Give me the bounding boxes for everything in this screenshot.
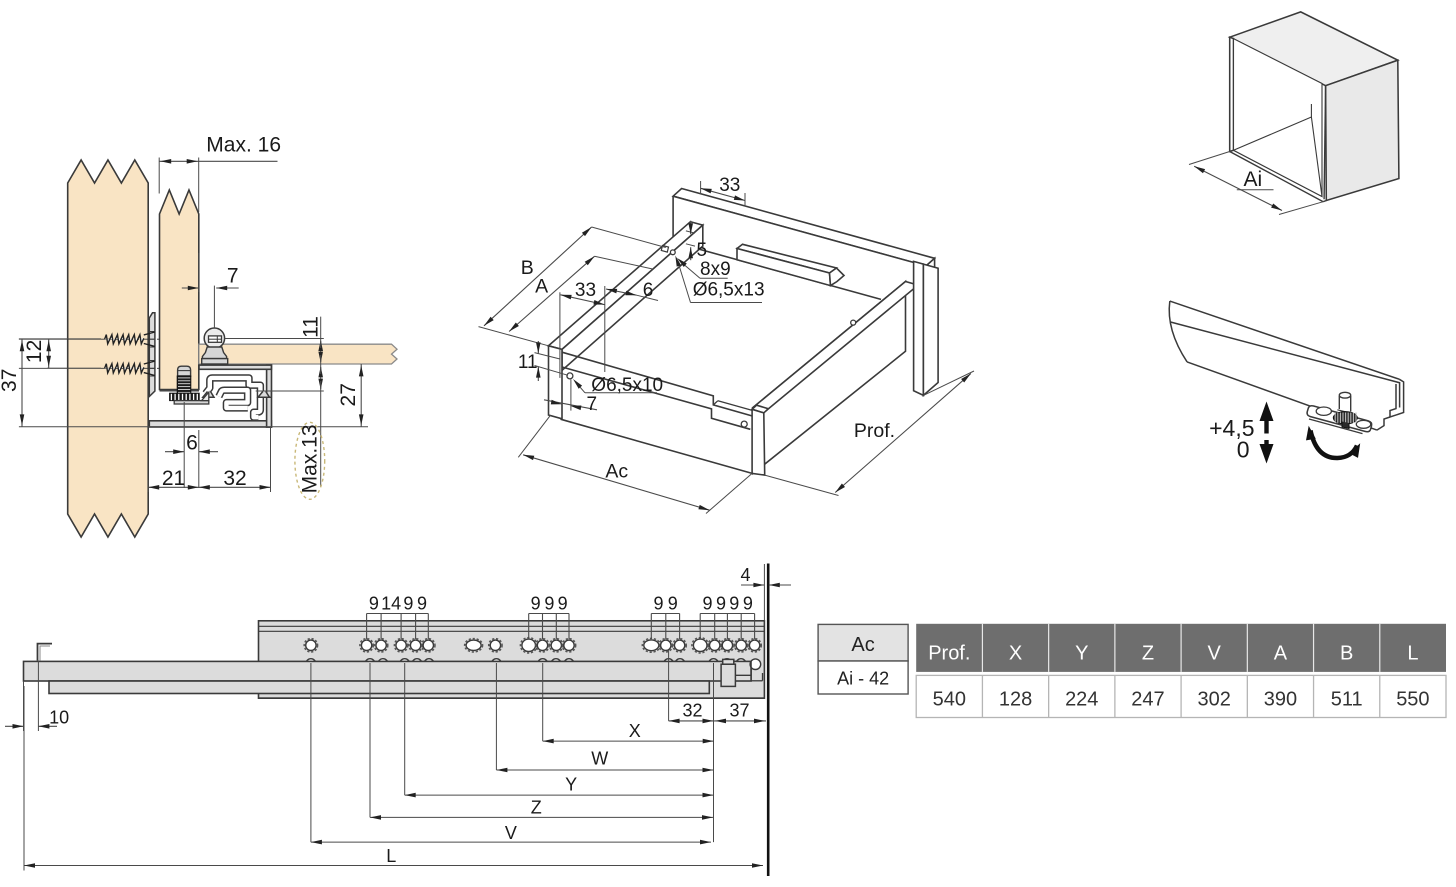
svg-text:+4,5: +4,5: [1209, 415, 1254, 441]
svg-text:247: 247: [1131, 689, 1164, 711]
svg-text:302: 302: [1198, 689, 1231, 711]
svg-text:390: 390: [1264, 689, 1297, 711]
svg-text:Z: Z: [531, 798, 542, 818]
svg-text:9: 9: [403, 594, 413, 614]
svg-text:L: L: [1407, 643, 1418, 665]
svg-text:11: 11: [518, 352, 538, 373]
svg-text:9: 9: [417, 594, 427, 614]
svg-text:11: 11: [300, 316, 323, 338]
svg-text:12: 12: [23, 340, 46, 363]
svg-text:128: 128: [999, 689, 1032, 711]
svg-text:9: 9: [369, 594, 379, 614]
svg-text:6: 6: [643, 280, 654, 301]
svg-text:Z: Z: [1142, 643, 1154, 665]
svg-text:27: 27: [337, 383, 360, 406]
svg-text:Ac: Ac: [851, 634, 874, 656]
svg-text:21: 21: [162, 467, 185, 490]
svg-text:550: 550: [1396, 689, 1429, 711]
svg-text:B: B: [521, 257, 534, 279]
svg-text:14: 14: [381, 594, 401, 614]
svg-text:9: 9: [716, 594, 726, 614]
svg-text:7: 7: [227, 265, 239, 288]
svg-text:L: L: [386, 846, 396, 866]
svg-text:9: 9: [668, 594, 678, 614]
svg-text:32: 32: [223, 467, 246, 490]
svg-text:Max.13: Max.13: [299, 424, 322, 493]
svg-text:Ai: Ai: [1243, 168, 1262, 191]
svg-text:9: 9: [729, 594, 739, 614]
svg-text:Ai - 42: Ai - 42: [837, 669, 889, 689]
svg-text:10: 10: [49, 708, 69, 728]
svg-text:33: 33: [719, 175, 740, 196]
svg-text:Ø6,5x10: Ø6,5x10: [591, 375, 663, 396]
svg-text:8x9: 8x9: [700, 259, 731, 280]
svg-text:9: 9: [702, 594, 712, 614]
svg-text:9: 9: [531, 594, 541, 614]
svg-text:224: 224: [1065, 689, 1098, 711]
svg-text:Prof.: Prof.: [854, 420, 895, 442]
svg-text:37: 37: [729, 701, 749, 721]
svg-text:Y: Y: [565, 775, 577, 795]
svg-text:37: 37: [0, 369, 21, 392]
svg-text:B: B: [1340, 643, 1353, 665]
svg-text:0: 0: [1237, 436, 1250, 462]
svg-text:V: V: [1208, 643, 1222, 665]
svg-text:Ac: Ac: [605, 461, 628, 483]
svg-text:Y: Y: [1075, 643, 1088, 665]
svg-text:5: 5: [697, 240, 708, 261]
svg-text:4: 4: [740, 565, 750, 585]
svg-text:A: A: [1274, 643, 1288, 665]
svg-text:9: 9: [654, 594, 664, 614]
svg-text:Ø6,5x13: Ø6,5x13: [693, 280, 765, 301]
svg-text:511: 511: [1331, 689, 1363, 711]
svg-text:33: 33: [575, 280, 596, 301]
svg-text:X: X: [1009, 643, 1022, 665]
svg-text:V: V: [505, 823, 517, 843]
svg-text:9: 9: [544, 594, 554, 614]
svg-text:W: W: [591, 749, 608, 769]
svg-text:A: A: [535, 276, 548, 298]
svg-text:Prof.: Prof.: [928, 643, 970, 665]
svg-text:7: 7: [587, 394, 598, 415]
svg-text:9: 9: [743, 594, 753, 614]
svg-text:6: 6: [186, 431, 198, 454]
svg-text:X: X: [629, 721, 641, 741]
svg-text:9: 9: [558, 594, 568, 614]
svg-text:Max. 16: Max. 16: [206, 134, 281, 157]
svg-text:32: 32: [682, 701, 702, 721]
svg-text:540: 540: [933, 689, 966, 711]
